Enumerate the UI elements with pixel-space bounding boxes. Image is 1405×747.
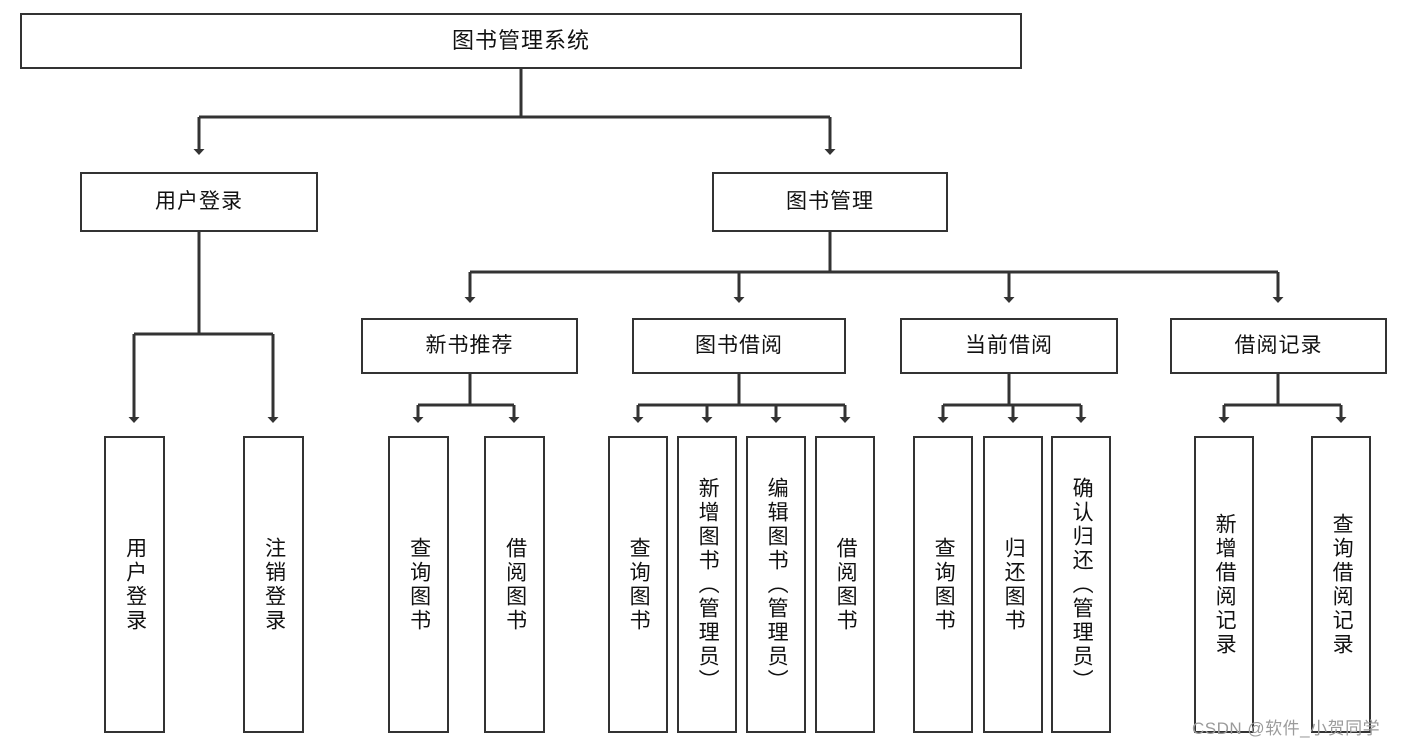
leaf-borrow-book-recommend[interactable]: 借阅图书: [484, 436, 545, 733]
node-root-system[interactable]: 图书管理系统: [20, 13, 1022, 69]
leaf-return-book[interactable]: 归还图书: [983, 436, 1043, 733]
node-label: 查询图书: [407, 536, 431, 633]
leaf-query-borrow-record[interactable]: 查询借阅记录: [1311, 436, 1371, 733]
node-label: 注销登录: [262, 536, 286, 633]
leaf-logout[interactable]: 注销登录: [243, 436, 304, 733]
node-label: 新增图书（管理员）: [696, 476, 720, 693]
node-label: 用户登录: [155, 190, 243, 214]
node-label: 图书管理系统: [451, 27, 590, 53]
leaf-user-login[interactable]: 用户登录: [104, 436, 165, 733]
leaf-query-book-recommend[interactable]: 查询图书: [388, 436, 449, 733]
node-label: 归还图书: [1002, 536, 1026, 633]
node-label: 编辑图书（管理员）: [765, 476, 789, 693]
leaf-confirm-return-admin[interactable]: 确认归还（管理员）: [1051, 436, 1111, 733]
node-label: 确认归还（管理员）: [1070, 476, 1094, 693]
node-label: 查询图书: [627, 536, 651, 633]
node-label: 图书管理: [786, 190, 874, 214]
node-label: 图书借阅: [695, 334, 783, 358]
leaf-add-borrow-record[interactable]: 新增借阅记录: [1194, 436, 1254, 733]
leaf-query-book-current[interactable]: 查询图书: [913, 436, 973, 733]
node-label: 新书推荐: [425, 334, 514, 358]
node-user-login[interactable]: 用户登录: [80, 172, 318, 232]
node-book-borrow[interactable]: 图书借阅: [632, 318, 846, 374]
node-label: 借阅记录: [1234, 334, 1323, 358]
node-label: 当前借阅: [965, 334, 1053, 358]
leaf-edit-book-admin[interactable]: 编辑图书（管理员）: [746, 436, 806, 733]
node-borrow-record[interactable]: 借阅记录: [1170, 318, 1387, 374]
leaf-add-book-admin[interactable]: 新增图书（管理员）: [677, 436, 737, 733]
leaf-borrow-book[interactable]: 借阅图书: [815, 436, 875, 733]
node-current-borrow[interactable]: 当前借阅: [900, 318, 1118, 374]
node-label: 用户登录: [123, 536, 147, 633]
node-book-management[interactable]: 图书管理: [712, 172, 948, 232]
watermark-text: CSDN @软件_小贺同学: [1192, 719, 1381, 738]
node-label: 新增借阅记录: [1213, 512, 1237, 657]
leaf-query-book-borrow[interactable]: 查询图书: [608, 436, 668, 733]
node-label: 借阅图书: [834, 536, 858, 633]
node-label: 查询图书: [932, 536, 956, 633]
node-new-book-recommend[interactable]: 新书推荐: [361, 318, 578, 374]
node-label: 借阅图书: [503, 536, 527, 633]
node-label: 查询借阅记录: [1330, 512, 1354, 657]
